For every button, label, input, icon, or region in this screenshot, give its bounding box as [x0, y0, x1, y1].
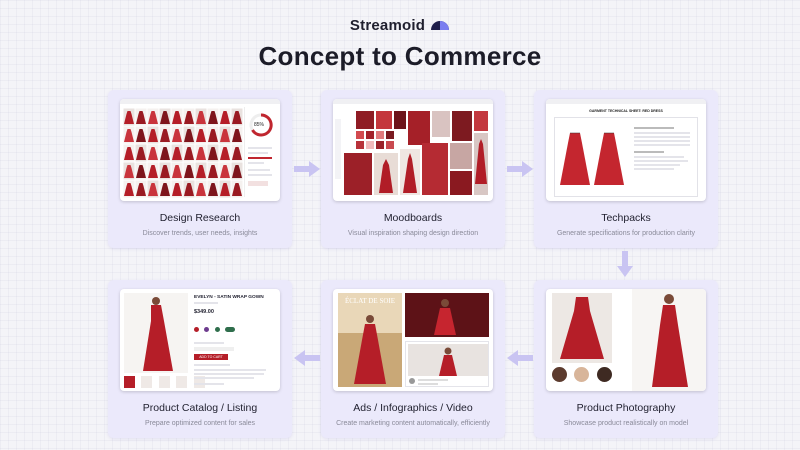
- progress-gauge-icon: [249, 113, 273, 137]
- color-swatches: [194, 319, 276, 337]
- product-photography-thumbnail: [546, 289, 706, 391]
- step-title: Design Research: [159, 212, 241, 224]
- step-description: Visual inspiration shaping design direct…: [347, 230, 479, 237]
- page-title: Concept to Commerce: [258, 41, 542, 71]
- step-title: Ads / Infographics / Video: [353, 402, 473, 414]
- step-title: Moodboards: [383, 212, 443, 224]
- step-card-product-catalog[interactable]: EVELYN - SATIN WRAP GOWN $349.00 ADD TO …: [108, 280, 292, 438]
- product-price: $349.00: [194, 309, 214, 315]
- step-card-techpacks[interactable]: GARMENT TECHNICAL SHEET: RED DRESS Techp…: [534, 90, 718, 248]
- step-card-ads[interactable]: ÉCLAT DE SOIE Ads / Infograph: [321, 280, 505, 438]
- moodboard-toolbar: [335, 119, 341, 179]
- step-card-product-photography[interactable]: Product Photography Showcase product rea…: [534, 280, 718, 438]
- arrow-right-icon: [294, 161, 320, 177]
- techpack-thumbnail: GARMENT TECHNICAL SHEET: RED DRESS: [546, 99, 706, 201]
- step-description: Showcase product realistically on model: [563, 420, 689, 427]
- moodboard-thumbnail: [333, 99, 493, 201]
- gauge-label: 85%: [254, 122, 265, 128]
- ad-headline: ÉCLAT DE SOIE: [344, 297, 396, 305]
- arrow-left-icon: [507, 350, 533, 366]
- step-title: Product Photography: [576, 402, 676, 414]
- ad-social-post: [405, 341, 489, 387]
- step-description: Generate specifications for production c…: [556, 230, 696, 237]
- half-circle-logo-icon: [431, 21, 450, 30]
- catalog-main-image: [124, 293, 188, 373]
- measurements-table: [634, 127, 694, 172]
- catalog-details: EVELYN - SATIN WRAP GOWN $349.00 ADD TO …: [194, 295, 276, 385]
- moodboard-collage: [344, 111, 488, 195]
- step-description: Create marketing content automatically, …: [336, 420, 490, 427]
- product-catalog-thumbnail: EVELYN - SATIN WRAP GOWN $349.00 ADD TO …: [120, 289, 280, 391]
- step-card-design-research[interactable]: 85% Design Research Discover trends, use…: [108, 90, 292, 248]
- step-description: Prepare optimized content for sales: [144, 420, 256, 427]
- step-title: Techpacks: [601, 212, 651, 224]
- ad-photo-top: [405, 293, 489, 337]
- brand-header: Streamoid: [0, 17, 800, 34]
- model-photo: [632, 289, 706, 391]
- design-research-thumbnail: 85%: [120, 99, 280, 201]
- arrow-down-icon: [617, 251, 633, 277]
- arrow-left-icon: [294, 350, 320, 366]
- brand-name: Streamoid: [349, 17, 426, 34]
- step-title: Product Catalog / Listing: [142, 402, 258, 414]
- ad-poster: ÉCLAT DE SOIE: [338, 293, 402, 387]
- catalog-thumbnail-strip: [124, 375, 205, 391]
- product-name: EVELYN - SATIN WRAP GOWN: [194, 295, 264, 300]
- techpack-sheet-title: GARMENT TECHNICAL SHEET: RED DRESS: [589, 109, 663, 113]
- arrow-right-icon: [507, 161, 533, 177]
- flatlay-photo: [552, 293, 612, 363]
- research-side-panel: 85%: [244, 107, 276, 197]
- add-to-cart-button[interactable]: ADD TO CART: [194, 354, 228, 360]
- model-avatars: [552, 367, 612, 387]
- step-card-moodboards[interactable]: Moodboards Visual inspiration shaping de…: [321, 90, 505, 248]
- step-description: Discover trends, user needs, insights: [142, 230, 258, 237]
- ads-thumbnail: ÉCLAT DE SOIE: [333, 289, 493, 391]
- research-image-grid: [123, 108, 243, 198]
- dress-sketch-front-back: [560, 132, 624, 185]
